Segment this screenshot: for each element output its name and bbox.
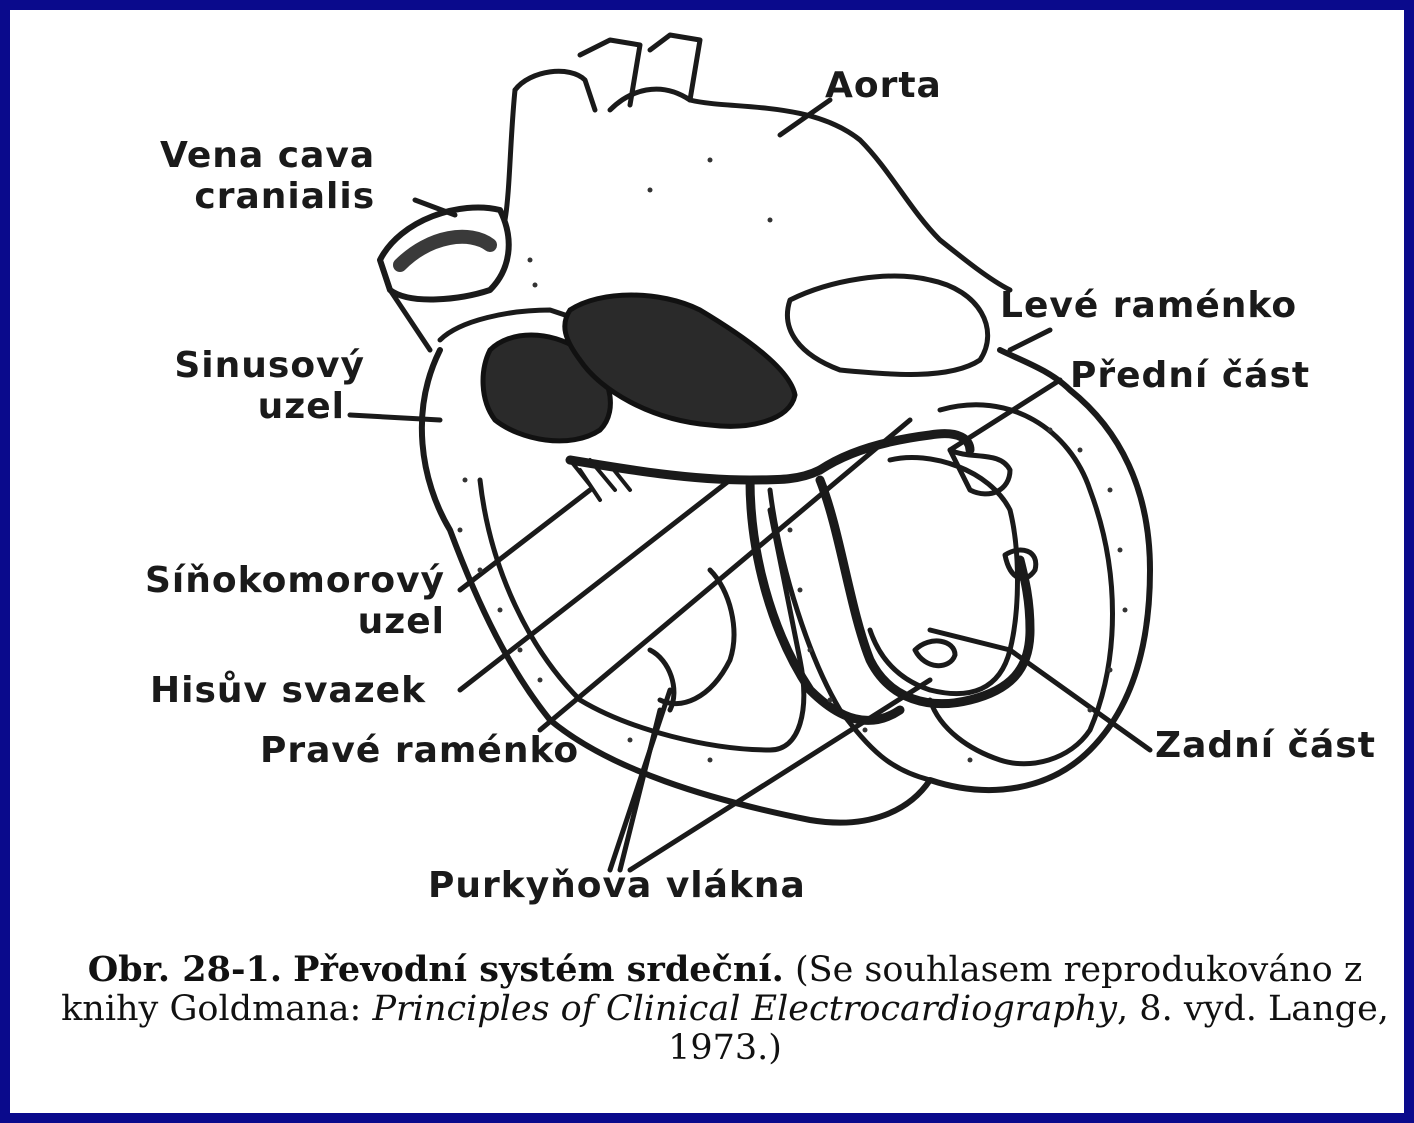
slide: Aorta Vena cava cranialis Sinusový uzel … <box>10 10 1404 1113</box>
papillary-muscle-3 <box>915 641 955 666</box>
av-node-pointer <box>460 490 590 590</box>
label-left-bundle-branch: Levé raménko <box>1000 285 1297 326</box>
left-posterior-fascicle <box>820 480 1030 704</box>
label-av-node-line2: uzel <box>115 601 445 642</box>
label-vena-cava-line2: cranialis <box>160 176 375 217</box>
figure-caption: Obr. 28-1. Převodní systém srdeční. (Se … <box>50 950 1400 1069</box>
purkinje-pointer-3 <box>620 710 660 870</box>
caption-figure-title: Převodní systém srdeční. <box>293 949 784 990</box>
vessel-branch <box>610 89 690 110</box>
papillary-muscle-1 <box>950 450 1010 494</box>
left-branch-pointer <box>1010 330 1050 350</box>
label-vena-cava-line1: Vena cava <box>160 135 375 176</box>
right-papillary <box>650 570 734 710</box>
anterior-pointer <box>950 380 1060 450</box>
purkinje-pointer-2 <box>630 680 930 870</box>
caption-book-title: Principles of Clinical Electrocardiograp… <box>372 989 1117 1029</box>
his-pointer <box>460 480 730 690</box>
label-his-bundle: Hisův svazek <box>150 670 426 711</box>
label-purkinje-fibers: Purkyňova vlákna <box>428 865 806 906</box>
label-sinus-node: Sinusový uzel <box>155 345 365 428</box>
label-right-bundle-branch: Pravé raménko <box>260 730 579 771</box>
label-sinus-node-line1: Sinusový <box>155 345 365 386</box>
left-atrium <box>787 276 987 374</box>
caption-figure-number: Obr. 28-1. <box>88 949 282 990</box>
vena-cava-vessel <box>380 207 509 299</box>
vena-cava-wall <box>390 90 515 350</box>
vena-cava-shade <box>400 237 490 265</box>
label-sinus-node-line2: uzel <box>155 386 365 427</box>
posterior-pointer <box>930 630 1150 750</box>
label-aorta: Aorta <box>825 65 942 106</box>
label-anterior-part: Přední část <box>1070 355 1310 396</box>
his-bundle <box>570 460 820 480</box>
label-vena-cava: Vena cava cranialis <box>160 135 375 218</box>
label-av-node-line1: Síňokomorový <box>115 560 445 601</box>
label-posterior-part: Zadní část <box>1155 725 1376 766</box>
label-av-node: Síňokomorový uzel <box>115 560 445 643</box>
